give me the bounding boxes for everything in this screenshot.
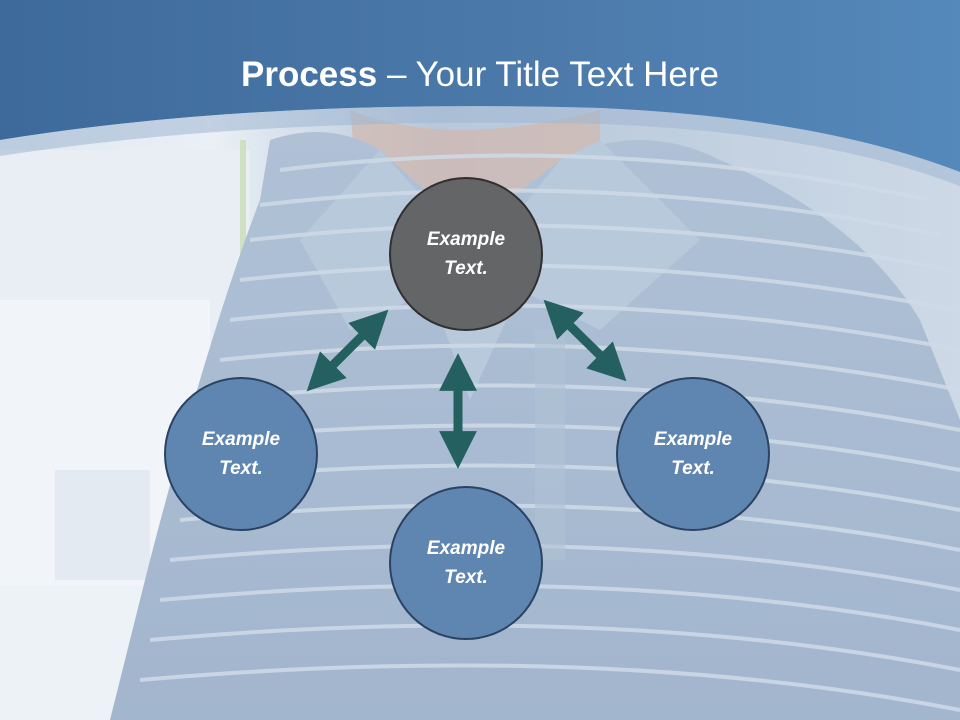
node-right-line2: Text. bbox=[671, 458, 715, 479]
node-left-line1: Example bbox=[201, 429, 281, 450]
header-band bbox=[0, 0, 960, 186]
title-rest: – Your Title Text Here bbox=[377, 55, 719, 94]
title-strong: Process bbox=[241, 55, 378, 94]
slide-title: Process – Your Title Text Here bbox=[0, 52, 960, 98]
double-arrow-icon bbox=[306, 309, 389, 392]
node-top-line2: Text. bbox=[444, 258, 488, 279]
double-arrow-icon bbox=[543, 299, 627, 382]
node-bottom-line1: Example bbox=[426, 538, 506, 559]
node-right-line1: Example bbox=[653, 429, 733, 450]
node-top-line1: Example bbox=[426, 229, 506, 250]
node-left-line2: Text. bbox=[219, 458, 263, 479]
node-bottom-line2: Text. bbox=[444, 567, 488, 588]
